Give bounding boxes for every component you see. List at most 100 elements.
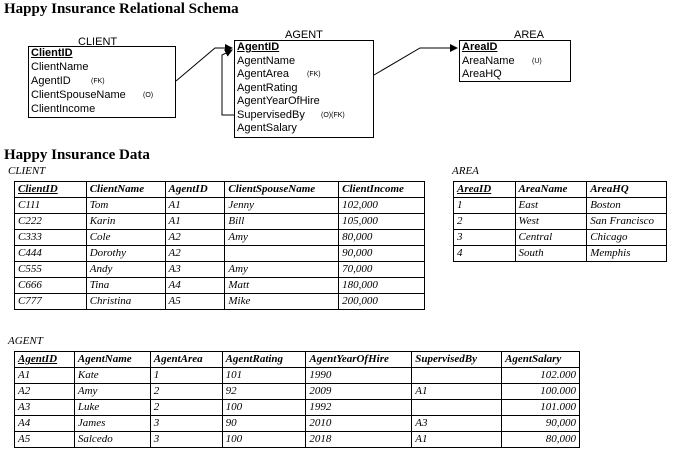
column-header-clientincome: ClientIncome bbox=[338, 181, 425, 198]
table-cell: Amy bbox=[73, 383, 151, 400]
table-cell: Cole bbox=[85, 229, 166, 246]
table-header-row: AreaID AreaName AreaHQ bbox=[453, 181, 667, 198]
table-cell: Amy bbox=[224, 229, 340, 246]
table-cell: A2 bbox=[14, 383, 75, 400]
client-field-clientname: ClientName bbox=[31, 61, 89, 73]
agent-field-agentname: AgentName bbox=[237, 54, 296, 67]
area-field-areaname: AreaName bbox=[462, 54, 515, 67]
table-cell: A1 bbox=[411, 431, 503, 448]
table-cell: 2 bbox=[149, 383, 223, 400]
table-cell: A2 bbox=[164, 229, 226, 246]
column-header-areaname: AreaName bbox=[514, 181, 588, 198]
column-header-agentid: AgentID bbox=[14, 351, 75, 368]
table-cell: East bbox=[514, 197, 588, 214]
table-cell: A4 bbox=[164, 277, 226, 294]
table-cell bbox=[411, 399, 503, 416]
agent-note-fk: (FK) bbox=[307, 71, 321, 78]
table-header-row: ClientID ClientName AgentID ClientSpouse… bbox=[14, 181, 425, 198]
table-cell: James bbox=[73, 415, 151, 432]
client-field-agentid: AgentID bbox=[31, 75, 71, 87]
table-cell: C555 bbox=[14, 261, 87, 278]
client-table: ClientID ClientName AgentID ClientSpouse… bbox=[14, 181, 425, 310]
table-cell: 100 bbox=[221, 431, 307, 448]
schema-heading: Happy Insurance Relational Schema bbox=[4, 1, 239, 17]
column-header-spousename: ClientSpouseName bbox=[224, 181, 340, 198]
table-cell: 1992 bbox=[305, 399, 413, 416]
column-header-yearofhire: AgentYearOfHire bbox=[305, 351, 413, 368]
table-cell: A1 bbox=[164, 213, 226, 230]
column-header-clientname: ClientName bbox=[85, 181, 166, 198]
table-cell: 3 bbox=[149, 415, 223, 432]
table-cell: C111 bbox=[14, 197, 87, 214]
table-cell: 3 bbox=[453, 229, 516, 246]
column-header-agentarea: AgentArea bbox=[149, 351, 223, 368]
table-cell: 2009 bbox=[305, 383, 413, 400]
area-schema-title: AREA bbox=[514, 29, 544, 41]
column-header-supervisedby: SupervisedBy bbox=[411, 351, 503, 368]
table-cell: Tom bbox=[85, 197, 166, 214]
table-cell: A1 bbox=[164, 197, 226, 214]
table-cell: C444 bbox=[14, 245, 87, 262]
table-cell: C666 bbox=[14, 277, 87, 294]
table-cell bbox=[224, 245, 340, 262]
table-cell: Tina bbox=[85, 277, 166, 294]
table-cell: Chicago bbox=[586, 229, 667, 246]
client-schema-box: ClientID ClientName AgentID (FK) ClientS… bbox=[28, 46, 176, 118]
table-cell: Salcedo bbox=[73, 431, 151, 448]
table-cell: A5 bbox=[164, 293, 226, 310]
agent-note-optional-fk: (O)(FK) bbox=[321, 111, 345, 119]
table-cell: 102,000 bbox=[338, 197, 425, 214]
agent-self-connector bbox=[221, 49, 234, 116]
table-cell: 92 bbox=[221, 383, 307, 400]
column-header-clientid: ClientID bbox=[14, 181, 87, 198]
table-cell: West bbox=[514, 213, 588, 230]
table-cell: A1 bbox=[14, 367, 75, 384]
table-cell: 80,000 bbox=[338, 229, 425, 246]
table-cell: Amy bbox=[224, 261, 340, 278]
table-cell: A4 bbox=[14, 415, 75, 432]
table-cell: 4 bbox=[453, 245, 516, 262]
table-cell: Memphis bbox=[586, 245, 667, 262]
table-cell: 1 bbox=[149, 367, 223, 384]
agent-field-supervisedby: SupervisedBy bbox=[237, 108, 305, 121]
client-note-fk: (FK) bbox=[91, 78, 105, 85]
column-header-agentname: AgentName bbox=[73, 351, 151, 368]
table-cell: 70,000 bbox=[338, 261, 425, 278]
table-header-row: AgentID AgentName AgentArea AgentRating … bbox=[14, 351, 580, 368]
table-cell: South bbox=[514, 245, 588, 262]
table-cell: 80,000 bbox=[501, 431, 580, 448]
column-header-areahq: AreaHQ bbox=[586, 181, 667, 198]
data-heading: Happy Insurance Data bbox=[4, 147, 150, 163]
agent-table: AgentID AgentName AgentArea AgentRating … bbox=[14, 351, 580, 448]
client-note-optional: (O) bbox=[143, 92, 154, 99]
client-table-caption: CLIENT bbox=[8, 165, 46, 177]
client-field-spousename: ClientSpouseName bbox=[31, 89, 126, 101]
table-cell: Mike bbox=[224, 293, 340, 310]
table-cell: 200,000 bbox=[338, 293, 425, 310]
agent-field-agentsalary: AgentSalary bbox=[237, 122, 297, 134]
table-cell: Bill bbox=[224, 213, 340, 230]
agent-schema-title: AGENT bbox=[285, 29, 323, 41]
table-cell: 90,000 bbox=[501, 415, 580, 432]
table-cell: 1990 bbox=[305, 367, 413, 384]
table-cell: 2 bbox=[149, 399, 223, 416]
client-schema-title: CLIENT bbox=[78, 36, 118, 48]
column-header-agentid: AgentID bbox=[164, 181, 226, 198]
area-note-unique: (U) bbox=[532, 57, 542, 65]
table-cell: Kate bbox=[73, 367, 151, 384]
table-cell: A2 bbox=[164, 245, 226, 262]
agent-field-agentid: AgentID bbox=[237, 41, 280, 53]
